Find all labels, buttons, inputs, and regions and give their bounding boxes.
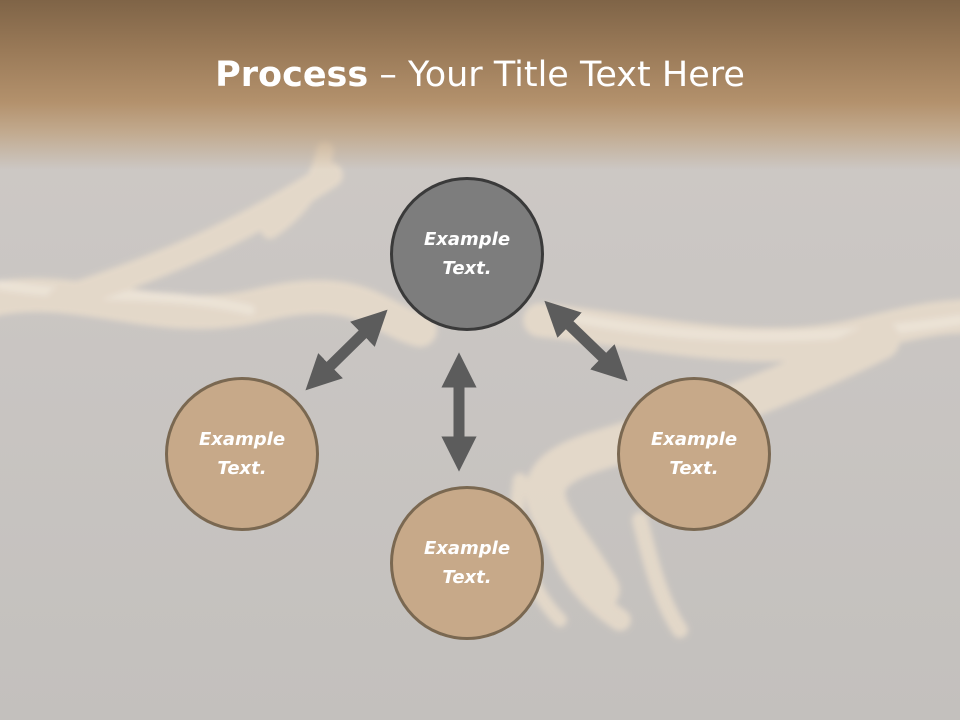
node-left-line1: Example: [198, 429, 286, 450]
title-bold: Process: [215, 55, 369, 95]
node-top-line1: Example: [423, 229, 511, 250]
arrow-top-left: [305, 309, 388, 391]
node-bottom-line2: Text.: [442, 567, 492, 588]
title-band: [0, 0, 960, 170]
arrow-top-right: [544, 300, 628, 382]
title-rest: Your Title Text Here: [407, 55, 745, 95]
node-left-line2: Text.: [217, 458, 267, 479]
node-top-line2: Text.: [442, 258, 492, 279]
node-right-line1: Example: [650, 429, 738, 450]
title-dash: –: [368, 55, 408, 95]
node-bottom-line1: Example: [423, 538, 511, 559]
node-right-line2: Text.: [669, 458, 719, 479]
slide-title: Process – Your Title Text Here: [0, 52, 960, 98]
